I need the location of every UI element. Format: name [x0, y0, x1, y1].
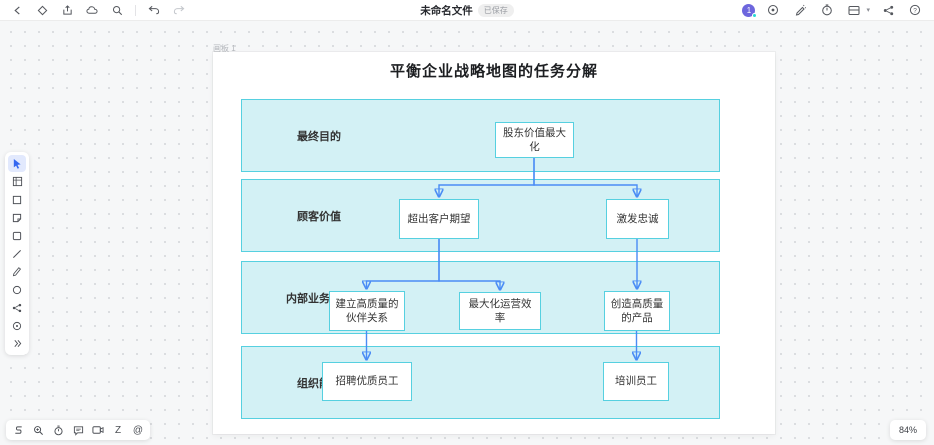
document-title[interactable]: 未命名文件: [420, 5, 473, 17]
route-tool-icon[interactable]: [11, 423, 25, 437]
node-train-staff[interactable]: 培训员工: [603, 362, 669, 401]
timer-icon[interactable]: [818, 2, 836, 18]
comment-icon[interactable]: [71, 423, 85, 437]
node-quality-product[interactable]: 创造高质量的产品: [604, 291, 670, 331]
select-tool[interactable]: [8, 155, 26, 172]
connector-tool[interactable]: [8, 299, 26, 316]
node-inspire-loyalty[interactable]: 激发忠诚: [606, 199, 669, 239]
user-avatar[interactable]: 1: [742, 3, 758, 18]
ellipse-tool[interactable]: [8, 281, 26, 298]
connector-layer: [213, 158, 775, 434]
connector-shareholder-loyalty[interactable]: [533, 158, 637, 196]
zoom-level-value: 84%: [898, 425, 917, 435]
laser-pointer-icon[interactable]: [791, 2, 809, 18]
left-tool-palette: [5, 152, 29, 355]
record-icon[interactable]: [764, 2, 782, 18]
top-toolbar: 未命名文件 已保存 1 ▾ ?: [0, 0, 934, 21]
shapes-icon[interactable]: [33, 2, 51, 18]
canvas[interactable]: 画板 1 平衡企业战略地图的任务分解 最终目的 顾客价值 内部业务流程 组织能力: [0, 21, 934, 445]
save-icon[interactable]: [58, 2, 76, 18]
pen-tool[interactable]: [8, 263, 26, 280]
node-operational-efficiency[interactable]: 最大化运营效率: [459, 292, 541, 330]
svg-text:?: ?: [913, 7, 917, 14]
line-tool[interactable]: [8, 245, 26, 262]
save-status-badge: 已保存: [477, 4, 514, 17]
undo-icon[interactable]: [145, 2, 163, 18]
toolbar-divider: [135, 4, 136, 16]
search-icon[interactable]: [108, 2, 126, 18]
node-quality-partnership[interactable]: 建立高质量的伙伴关系: [329, 291, 405, 331]
zoom-level-button[interactable]: 84%: [889, 420, 926, 440]
artboard-label[interactable]: 画板 1: [213, 44, 236, 53]
help-icon[interactable]: ?: [906, 2, 924, 18]
zoom-search-icon[interactable]: [31, 423, 45, 437]
chevron-down-icon[interactable]: ▾: [866, 7, 870, 14]
diagram-title[interactable]: 平衡企业战略地图的任务分解: [389, 63, 598, 80]
band-label: 最终目的: [297, 130, 341, 143]
artboard[interactable]: 平衡企业战略地图的任务分解 最终目的 顾客价值 内部业务流程 组织能力: [213, 52, 775, 434]
bottom-toolbar: Z @: [6, 420, 150, 440]
z-order-icon[interactable]: Z: [114, 424, 122, 436]
connector-exceed-efficiency[interactable]: [438, 239, 500, 289]
shape-tool[interactable]: [8, 227, 26, 244]
mention-icon[interactable]: @: [132, 424, 144, 436]
redo-icon[interactable]: [170, 2, 188, 18]
sticky-note-tool[interactable]: [8, 209, 26, 226]
band-ultimate-goal[interactable]: 最终目的: [241, 99, 720, 172]
band-label: 顾客价值: [297, 210, 341, 223]
interaction-tool[interactable]: [8, 317, 26, 334]
share-icon[interactable]: [879, 2, 897, 18]
cloud-icon[interactable]: [83, 2, 101, 18]
connector-exceed-partnership[interactable]: [367, 239, 440, 288]
online-status-dot: [752, 12, 758, 18]
timer-icon[interactable]: [51, 423, 65, 437]
presentation-view-icon[interactable]: [845, 2, 863, 18]
avatar-label: 1: [746, 5, 752, 15]
back-icon[interactable]: [8, 2, 26, 18]
node-shareholder-value[interactable]: 股东价值最大化: [495, 122, 574, 158]
frame-tool[interactable]: [8, 173, 26, 190]
node-exceed-expectations[interactable]: 超出客户期望: [399, 199, 479, 239]
node-recruit-staff[interactable]: 招聘优质员工: [322, 362, 412, 401]
rectangle-tool[interactable]: [8, 191, 26, 208]
connector-shareholder-exceed[interactable]: [439, 158, 535, 196]
video-icon[interactable]: [91, 423, 105, 437]
more-tools-icon[interactable]: [8, 335, 26, 352]
